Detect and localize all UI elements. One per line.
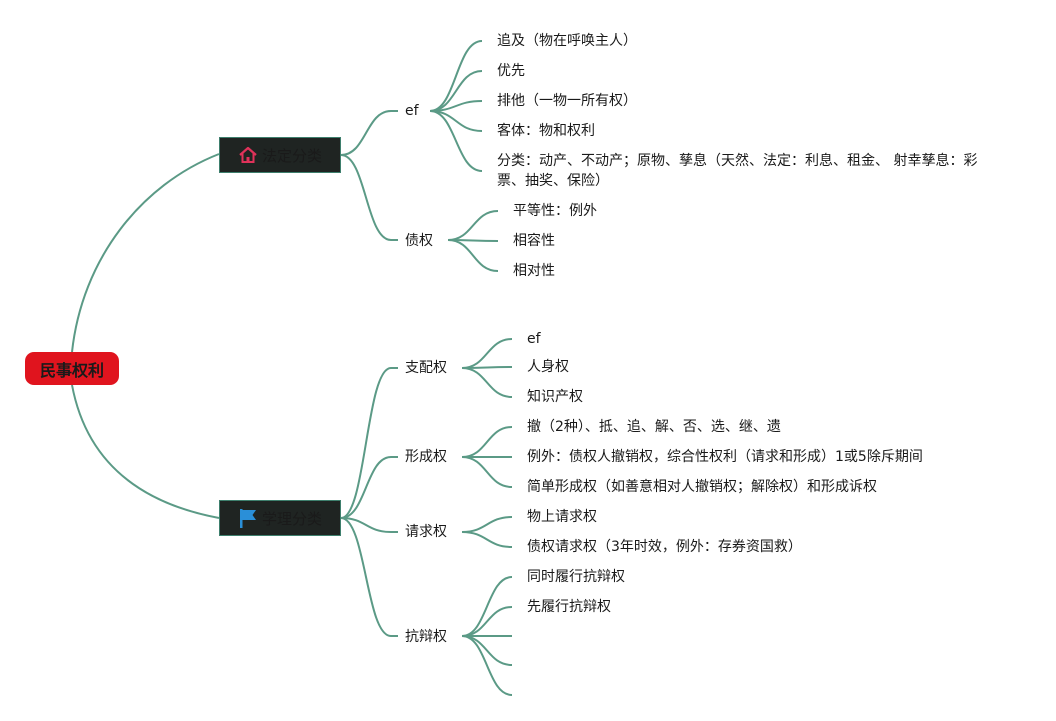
branch-claim-right[interactable]: 请求权 bbox=[405, 524, 447, 540]
leaf-topic[interactable]: 相对性 bbox=[513, 263, 555, 279]
leaf-topic[interactable]: 平等性：例外 bbox=[513, 203, 597, 219]
leaf-topic[interactable]: ef bbox=[527, 331, 541, 347]
connector-branch-leaf bbox=[461, 456, 513, 488]
connector-branch-leaf bbox=[461, 366, 513, 369]
connector-branch-leaf bbox=[461, 531, 513, 548]
leaf-topic[interactable]: 人身权 bbox=[527, 359, 569, 375]
connector-category-branch bbox=[340, 367, 392, 519]
branch-dominion-right[interactable]: 支配权 bbox=[405, 360, 447, 376]
flag-icon bbox=[238, 507, 258, 529]
category-label: 学理分类 bbox=[261, 509, 322, 528]
leaf-topic[interactable]: 先履行抗辩权 bbox=[527, 599, 611, 615]
connector-branch-leaf bbox=[461, 576, 513, 637]
connector-branch-leaf bbox=[447, 210, 499, 241]
branch-defense-right[interactable]: 抗辩权 bbox=[405, 629, 447, 645]
branch-ef[interactable]: ef bbox=[405, 103, 419, 119]
connector-branch-leaf bbox=[461, 635, 513, 696]
leaf-topic[interactable]: 物上请求权 bbox=[527, 509, 597, 525]
house-icon bbox=[238, 146, 258, 164]
leaf-topic[interactable]: 撤（2种）、抵、追、解、否、选、继、遗 bbox=[527, 419, 781, 435]
connector-branch-leaf bbox=[461, 635, 513, 666]
connector-category-branch bbox=[340, 154, 392, 241]
connector-root-theory bbox=[71, 384, 220, 519]
connector-branch-leaf bbox=[461, 606, 513, 637]
leaf-topic[interactable]: 相容性 bbox=[513, 233, 555, 249]
connector-branch-leaf bbox=[429, 110, 483, 172]
leaf-topic[interactable]: 例外：债权人撤销权，综合性权利（请求和形成）1或5除斥期间 bbox=[527, 449, 923, 465]
branch-formation-right[interactable]: 形成权 bbox=[405, 449, 447, 465]
leaf-topic[interactable]: 排他（一物一所有权） bbox=[497, 93, 637, 109]
leaf-topic[interactable]: 优先 bbox=[497, 63, 525, 79]
branch-creditor-right[interactable]: 债权 bbox=[405, 233, 433, 249]
connector-branch-leaf bbox=[447, 239, 499, 272]
connector-branch-leaf bbox=[461, 367, 513, 398]
connector-category-branch bbox=[340, 110, 392, 156]
leaf-topic[interactable]: 债权请求权（3年时效，例外：存券资国救） bbox=[527, 539, 802, 555]
leaf-topic[interactable]: 同时履行抗辩权 bbox=[527, 569, 625, 585]
leaf-topic[interactable]: 知识产权 bbox=[527, 389, 583, 405]
leaf-topic[interactable]: 简单形成权（如善意相对人撤销权；解除权）和形成诉权 bbox=[527, 479, 877, 495]
connector-category-branch bbox=[340, 456, 392, 519]
connector-category-branch bbox=[340, 517, 392, 533]
leaf-topic[interactable]: 客体：物和权利 bbox=[497, 123, 595, 139]
category-legal-classification[interactable]: 法定分类 bbox=[219, 137, 341, 173]
connector-branch-leaf bbox=[429, 40, 483, 112]
connector-branch-leaf bbox=[461, 338, 513, 369]
category-theoretical-classification[interactable]: 学理分类 bbox=[219, 500, 341, 536]
root-node[interactable]: 民事权利 bbox=[25, 352, 119, 385]
connector-branch-leaf bbox=[461, 426, 513, 458]
connector-root-legal bbox=[71, 153, 220, 353]
category-label: 法定分类 bbox=[261, 146, 322, 165]
connector-branch-leaf bbox=[461, 516, 513, 533]
connector-category-branch bbox=[340, 517, 392, 637]
leaf-topic[interactable]: 分类：动产、不动产；原物、孳息（天然、法定：利息、租金、 射幸孳息：彩票、抽奖、… bbox=[497, 153, 978, 189]
root-label: 民事权利 bbox=[39, 360, 104, 380]
leaf-topic[interactable]: 追及（物在呼唤主人） bbox=[497, 33, 637, 49]
